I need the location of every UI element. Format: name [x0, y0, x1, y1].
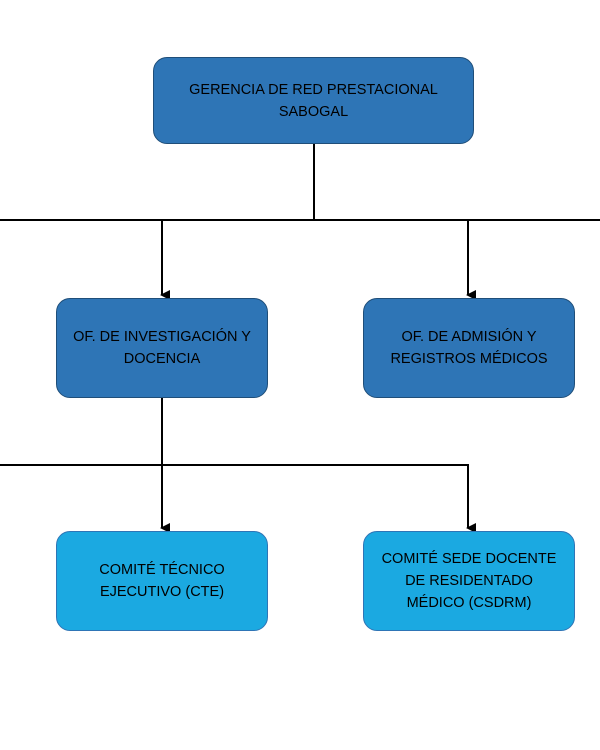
node-comite-sede-label: COMITÉ SEDE DOCENTE DE RESIDENTADO MÉDIC…: [381, 551, 557, 611]
node-comite-tecnico-label: COMITÉ TÉCNICO EJECUTIVO (CTE): [99, 562, 225, 600]
root-node-gerencia: GERENCIA DE RED PRESTACIONAL SABOGAL: [153, 57, 474, 144]
node-investigacion-label: OF. DE INVESTIGACIÓN Y DOCENCIA: [73, 329, 251, 367]
node-comite-sede-docente: COMITÉ SEDE DOCENTE DE RESIDENTADO MÉDIC…: [363, 531, 575, 631]
node-admision-registros: OF. DE ADMISIÓN Y REGISTROS MÉDICOS: [363, 298, 575, 398]
node-admision-label: OF. DE ADMISIÓN Y REGISTROS MÉDICOS: [390, 329, 548, 367]
node-investigacion-docencia: OF. DE INVESTIGACIÓN Y DOCENCIA: [56, 298, 268, 398]
node-comite-tecnico: COMITÉ TÉCNICO EJECUTIVO (CTE): [56, 531, 268, 631]
root-node-label: GERENCIA DE RED PRESTACIONAL SABOGAL: [189, 81, 438, 120]
